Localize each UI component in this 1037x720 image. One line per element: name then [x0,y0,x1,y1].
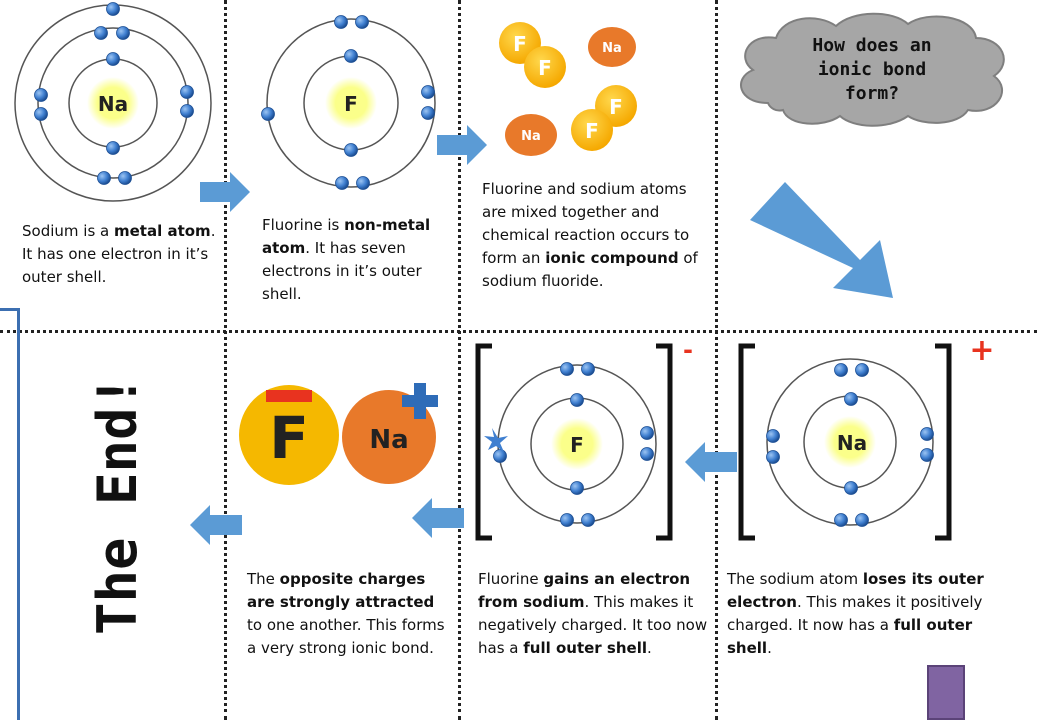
bond-na-symbol: Na [369,425,408,455]
arrow-right-2 [437,125,487,165]
arrow-left-1 [685,442,737,482]
mix-atom-3: Na [602,41,622,56]
ionic-bond-caption: The opposite charges are strongly attrac… [247,570,445,657]
fluoride-ion-charge: - [683,336,693,364]
arrow-diagonal [750,182,893,298]
arrow-right-1 [200,172,250,212]
arrow-left-3 [190,505,242,545]
sodium-atom-diagram: Na [14,2,212,202]
sodium-symbol: Na [98,92,128,116]
question-line-3: form? [844,83,900,104]
divider-3 [715,0,718,720]
mixing-caption: Fluorine and sodium atoms are mixed toge… [482,180,698,290]
sodium-ion-diagram: Na + [738,333,995,541]
mix-atom-2: F [538,56,552,80]
mix-atom-5: F [585,119,599,143]
bond-f-symbol: F [269,404,309,472]
divider-1 [224,0,227,720]
question-line-1: How does an [812,35,932,56]
gained-electron-marker [484,428,508,452]
fluorine-atom-caption: Fluorine is non-metal atom. It has seven… [262,216,431,303]
ionic-bond-diagram: F Na [239,383,438,485]
fluoride-ion-diagram: F - [475,336,693,541]
fluorine-symbol: F [344,92,358,116]
left-frame [0,308,20,720]
question-cloud [740,12,1005,127]
fluorine-atom-diagram: F [261,15,436,190]
mix-atom-6: Na [521,129,541,144]
question-text: How does an ionic bond form? [772,34,972,106]
sodium-ion-symbol: Na [837,431,867,455]
arrow-left-2 [412,498,464,538]
mixing-atoms-diagram: F F Na F F Na [499,22,637,156]
sodium-ion-caption: The sodium atom loses its outer electron… [727,570,984,657]
mix-atom-1: F [513,32,527,56]
mix-atom-4: F [609,95,623,119]
sodium-ion-charge: + [969,333,994,368]
question-line-2: ionic bond [817,59,927,80]
divider-2 [458,0,461,720]
fluoride-ion-caption: Fluorine gains an electron from sodium. … [478,570,708,657]
the-end-text: The End! [86,374,149,635]
fluoride-ion-symbol: F [570,433,584,457]
divider-middle [0,330,1037,333]
purple-block [927,665,965,720]
sodium-atom-caption: Sodium is a metal atom. It has one elect… [22,222,216,286]
